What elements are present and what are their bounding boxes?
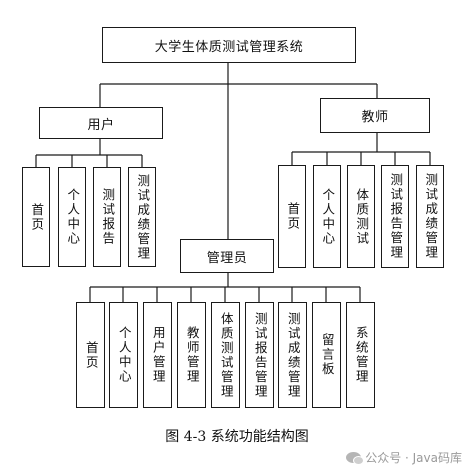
user-label: 用户 bbox=[87, 117, 115, 133]
admin-node: 管理员 bbox=[180, 239, 274, 273]
user-item-test-report: 测试报告 bbox=[93, 167, 121, 267]
user-item-score-management: 测试成绩管理 bbox=[128, 167, 156, 267]
user-item-profile: 个人中心 bbox=[58, 167, 86, 267]
user-node: 用户 bbox=[39, 107, 163, 139]
admin-item-system-management: 系统管理 bbox=[346, 302, 375, 408]
admin-item-fitness-test-management: 体质测试管理 bbox=[211, 302, 240, 408]
teacher-item-report-management: 测试报告管理 bbox=[381, 165, 409, 268]
root-node: 大学生体质测试管理系统 bbox=[102, 27, 356, 63]
teacher-item-score-management: 测试成绩管理 bbox=[416, 165, 444, 268]
admin-item-teacher-management: 教师管理 bbox=[177, 302, 206, 408]
admin-item-profile: 个人中心 bbox=[109, 302, 138, 408]
admin-label: 管理员 bbox=[206, 250, 248, 266]
root-label: 大学生体质测试管理系统 bbox=[154, 39, 304, 55]
watermark: 公众号 · Java码库 bbox=[346, 449, 462, 466]
user-item-home: 首页 bbox=[22, 167, 50, 267]
admin-item-home: 首页 bbox=[76, 302, 105, 408]
teacher-item-profile: 个人中心 bbox=[313, 165, 341, 268]
teacher-item-home: 首页 bbox=[278, 165, 306, 268]
admin-item-score-management: 测试成绩管理 bbox=[278, 302, 307, 408]
admin-item-user-management: 用户管理 bbox=[143, 302, 172, 408]
admin-item-report-management: 测试报告管理 bbox=[245, 302, 274, 408]
figure-caption: 图 4-3 系统功能结构图 bbox=[165, 429, 309, 445]
teacher-node: 教师 bbox=[320, 98, 430, 133]
wechat-icon bbox=[346, 452, 365, 465]
watermark-text: 公众号 · Java码库 bbox=[365, 451, 462, 465]
teacher-label: 教师 bbox=[361, 110, 389, 125]
admin-item-message-board: 留言板 bbox=[312, 302, 341, 408]
teacher-item-fitness-test: 体质测试 bbox=[347, 165, 375, 268]
